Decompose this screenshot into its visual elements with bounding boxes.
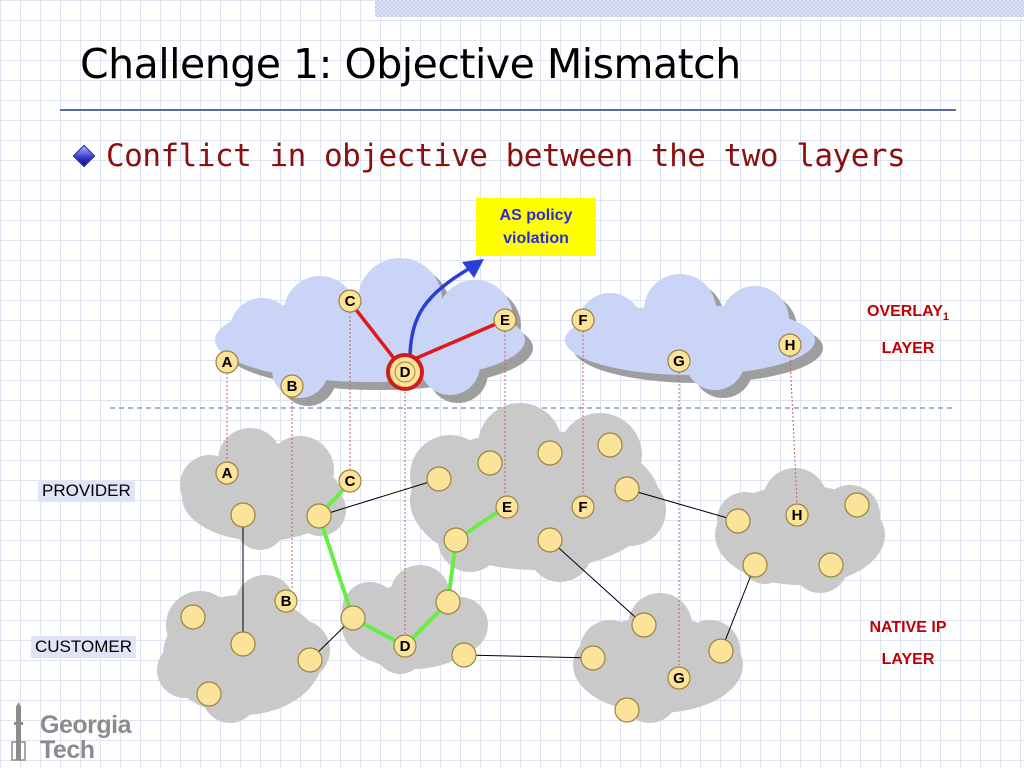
native-node [230,631,256,657]
overlay-label-text: OVERLAY [867,303,943,320]
native-node [844,492,870,518]
native-node [451,642,477,668]
overlay-node-b[interactable]: B [280,374,304,398]
native-node-c[interactable]: C [338,469,362,493]
native-node-g[interactable]: G [667,666,691,690]
tech-tower-icon [11,702,26,761]
svg-text:E: E [500,312,510,329]
native-node [297,647,323,673]
violation-arrow [408,266,471,355]
native-node [435,589,461,615]
svg-text:C: C [345,473,356,490]
top-decorative-band [375,0,1024,17]
overlay-layer-label: OVERLAY1 LAYER [848,296,968,365]
native-node-e[interactable]: E [495,495,519,519]
overlay-node-e[interactable]: E [493,308,517,332]
native-nodes-unlabeled [180,432,870,723]
overlay-nodes: A B C D E F G H [215,289,802,398]
native-node [725,508,751,534]
native-node-h[interactable]: H [785,503,809,527]
svg-text:D: D [400,364,411,381]
customer-label: CUSTOMER [31,636,136,658]
native-node [230,502,256,528]
svg-text:B: B [281,593,292,610]
bullet-text: Conflict in objective between the two la… [106,138,906,174]
native-node [196,681,222,707]
overlay-node-h[interactable]: H [778,333,802,357]
overlay-node-g[interactable]: G [667,349,691,373]
native-node [708,638,734,664]
native-node [537,440,563,466]
svg-text:G: G [673,670,685,687]
native-cloud-provider-left [180,428,346,550]
title-divider [60,109,956,111]
svg-text:E: E [502,499,512,516]
as-policy-violation-callout: AS policy violation [476,198,596,256]
native-node [597,432,623,458]
native-node [443,527,469,553]
svg-text:B: B [287,378,298,395]
native-node [180,604,206,630]
georgia-tech-logo: Georgia Tech [10,702,160,764]
native-node [306,503,332,529]
overlay-node-a[interactable]: A [215,350,239,374]
native-nodes-labeled: A B C D E F G H [215,461,809,690]
violation-arrowhead [462,259,484,278]
native-node [580,645,606,671]
provider-label: PROVIDER [38,480,135,502]
overlay-links-red [348,300,506,368]
native-node [340,605,366,631]
overlay-cloud-left [215,258,533,406]
native-node [426,466,452,492]
svg-text:F: F [578,312,587,329]
slide-title: Challenge 1: Objective Mismatch [80,40,741,88]
svg-text:H: H [785,337,796,354]
overlay-node-d[interactable]: D [386,353,424,391]
native-node-a[interactable]: A [215,461,239,485]
native-cloud-provider-center [410,403,666,582]
native-label-line1: NATIVE IP [869,619,947,636]
callout-line-1: AS policy [499,207,573,224]
svg-text:G: G [673,353,685,370]
svg-text:F: F [578,499,587,516]
logo-line-1: Georgia [40,711,131,739]
overlay-node-f[interactable]: F [571,308,595,332]
overlay-node-c[interactable]: C [338,289,362,313]
svg-text:A: A [222,465,233,482]
callout-line-2: violation [503,230,569,247]
native-node [818,552,844,578]
native-label-line2: LAYER [881,651,935,668]
native-node-d[interactable]: D [393,634,417,658]
bullet-item: Conflict in objective between the two la… [72,138,906,174]
native-node [742,552,768,578]
svg-text:H: H [792,507,803,524]
svg-text:A: A [222,354,233,371]
overlay-label-line2: LAYER [881,340,935,357]
overlay-label-subscript: 1 [942,311,949,323]
native-node [614,697,640,723]
native-node [614,476,640,502]
native-ip-layer-label: NATIVE IP LAYER [848,612,968,676]
native-node-b[interactable]: B [274,589,298,613]
logo-line-2: Tech [40,736,95,764]
svg-text:C: C [345,293,356,310]
native-node [537,527,563,553]
native-node [477,450,503,476]
overlay-cloud-right [565,274,823,398]
native-node-f[interactable]: F [571,495,595,519]
native-node [631,612,657,638]
svg-text:D: D [400,638,411,655]
layer-mapping-lines [226,312,798,665]
